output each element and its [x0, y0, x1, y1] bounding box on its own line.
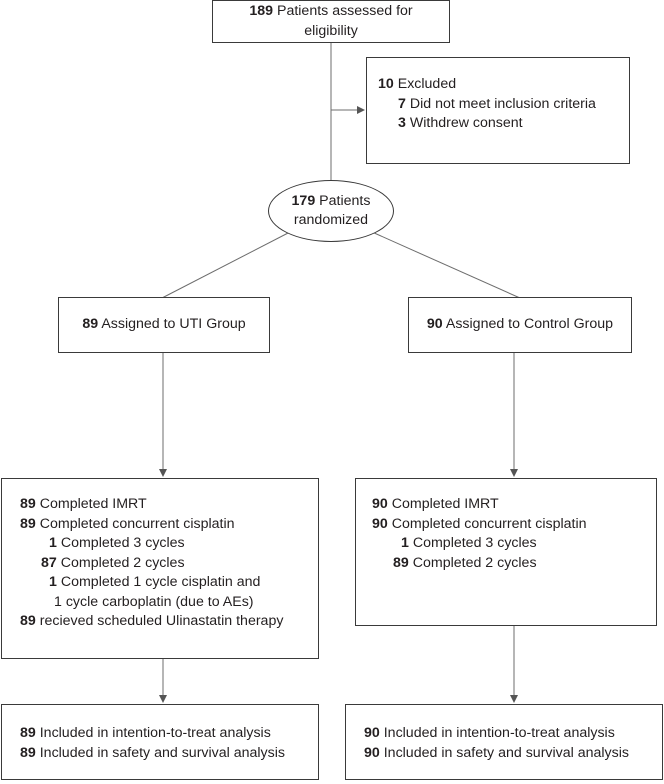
randomized-count: 179	[291, 192, 316, 209]
connector-randomized-to-uti	[161, 231, 291, 299]
assessed-text-1: Patients assessed for	[276, 3, 413, 19]
uti-mixed-count: 1	[49, 574, 57, 590]
control-imrt: 90 Completed IMRT	[372, 495, 656, 515]
excluded-label: Excluded	[397, 76, 457, 92]
control-itt-label: Included in intention-to-treat analysis	[383, 725, 615, 741]
assessed-box: 189 Patients assessed for eligibility	[212, 0, 450, 43]
control-assigned-count: 90	[426, 316, 443, 333]
control-safety-label: Included in safety and survival analysis	[383, 744, 629, 761]
control-itt-count: 90	[364, 725, 380, 741]
control-assigned-box: 90 Assigned to Control Group	[408, 297, 632, 353]
uti-assigned-count: 89	[82, 316, 99, 333]
randomized-text-1: Patients	[319, 192, 371, 209]
excluded-box: 10 Excluded 7 Did not meet inclusion cri…	[366, 57, 630, 164]
assessed-line1: 189 Patients assessed for	[249, 2, 412, 22]
uti-two-cycles-count: 87	[41, 554, 57, 571]
uti-assigned-line: 89 Assigned to UTI Group	[82, 315, 245, 335]
excluded-item-label: Did not meet inclusion criteria	[409, 95, 596, 112]
excluded-total: 10 Excluded	[378, 75, 629, 95]
uti-analysis-box: 89 Included in intention-to-treat analys…	[1, 704, 319, 780]
randomized-line1: 179 Patients	[292, 192, 371, 212]
control-assigned-line: 90 Assigned to Control Group	[427, 315, 613, 335]
assessed-text-2: eligibility	[304, 22, 358, 39]
uti-safety-count: 89	[20, 744, 36, 761]
uti-three-cycles-label: Completed 3 cycles	[60, 535, 185, 551]
excluded-item-count: 3	[398, 115, 406, 131]
uti-three-cycles: 1 Completed 3 cycles	[20, 534, 318, 554]
uti-imrt: 89 Completed IMRT	[20, 495, 318, 515]
control-two-cycles-label: Completed 2 cycles	[412, 554, 537, 571]
uti-mixed: 1 Completed 1 cycle cisplatin and	[20, 573, 318, 593]
control-two-cycles: 89 Completed 2 cycles	[372, 554, 656, 574]
control-safety-count: 90	[364, 744, 380, 761]
uti-cisplatin-count: 89	[20, 515, 36, 532]
control-three-cycles-count: 1	[401, 535, 409, 551]
connector-randomized-to-control	[371, 231, 521, 299]
control-followup-box: 90 Completed IMRT 90 Completed concurren…	[355, 478, 657, 626]
control-three-cycles: 1 Completed 3 cycles	[372, 534, 656, 554]
uti-cisplatin-label: Completed concurrent cisplatin	[39, 515, 235, 532]
control-cisplatin-count: 90	[372, 515, 388, 532]
uti-imrt-count: 89	[20, 496, 36, 512]
uti-imrt-label: Completed IMRT	[39, 496, 147, 512]
randomized-text-2: randomized	[293, 212, 369, 228]
uti-itt-count: 89	[20, 725, 36, 741]
control-cisplatin: 90 Completed concurrent cisplatin	[372, 515, 656, 535]
control-analysis-box: 90 Included in intention-to-treat analys…	[345, 704, 663, 780]
excluded-item: 3 Withdrew consent	[378, 114, 629, 134]
uti-two-cycles-label: Completed 2 cycles	[60, 554, 185, 571]
uti-safety-label: Included in safety and survival analysis	[39, 744, 285, 761]
uti-safety: 89 Included in safety and survival analy…	[20, 744, 318, 764]
control-imrt-count: 90	[372, 496, 388, 512]
uti-three-cycles-count: 1	[49, 535, 57, 551]
uti-itt: 89 Included in intention-to-treat analys…	[20, 724, 318, 744]
assessed-count: 189	[249, 3, 274, 19]
control-three-cycles-label: Completed 3 cycles	[412, 535, 537, 551]
control-imrt-label: Completed IMRT	[391, 496, 499, 512]
control-safety: 90 Included in safety and survival analy…	[364, 744, 662, 764]
uti-itt-label: Included in intention-to-treat analysis	[39, 725, 271, 741]
uti-two-cycles: 87 Completed 2 cycles	[20, 554, 318, 574]
uti-assigned-label: Assigned to UTI Group	[101, 316, 246, 333]
randomized-ellipse: 179 Patients randomized	[268, 180, 394, 242]
uti-mixed-label-1: Completed 1 cycle cisplatin and	[60, 574, 261, 590]
uti-ulinastatin-count: 89	[20, 613, 36, 629]
excluded-count: 10	[378, 76, 394, 92]
control-cisplatin-label: Completed concurrent cisplatin	[391, 515, 587, 532]
excluded-item: 7 Did not meet inclusion criteria	[378, 95, 629, 115]
control-itt: 90 Included in intention-to-treat analys…	[364, 724, 662, 744]
control-assigned-label: Assigned to Control Group	[445, 316, 614, 333]
uti-mixed-label-2: 1 cycle carboplatin (due to AEs)	[54, 593, 254, 610]
excluded-item-count: 7	[398, 95, 406, 112]
excluded-item-label: Withdrew consent	[409, 115, 523, 131]
uti-followup-box: 89 Completed IMRT 89 Completed concurren…	[1, 478, 319, 659]
uti-ulinastatin-label: recieved scheduled Ulinastatin therapy	[39, 613, 284, 629]
uti-cisplatin: 89 Completed concurrent cisplatin	[20, 515, 318, 535]
uti-assigned-box: 89 Assigned to UTI Group	[58, 297, 270, 353]
uti-ulinastatin: 89 recieved scheduled Ulinastatin therap…	[20, 612, 318, 632]
control-two-cycles-count: 89	[393, 554, 409, 571]
